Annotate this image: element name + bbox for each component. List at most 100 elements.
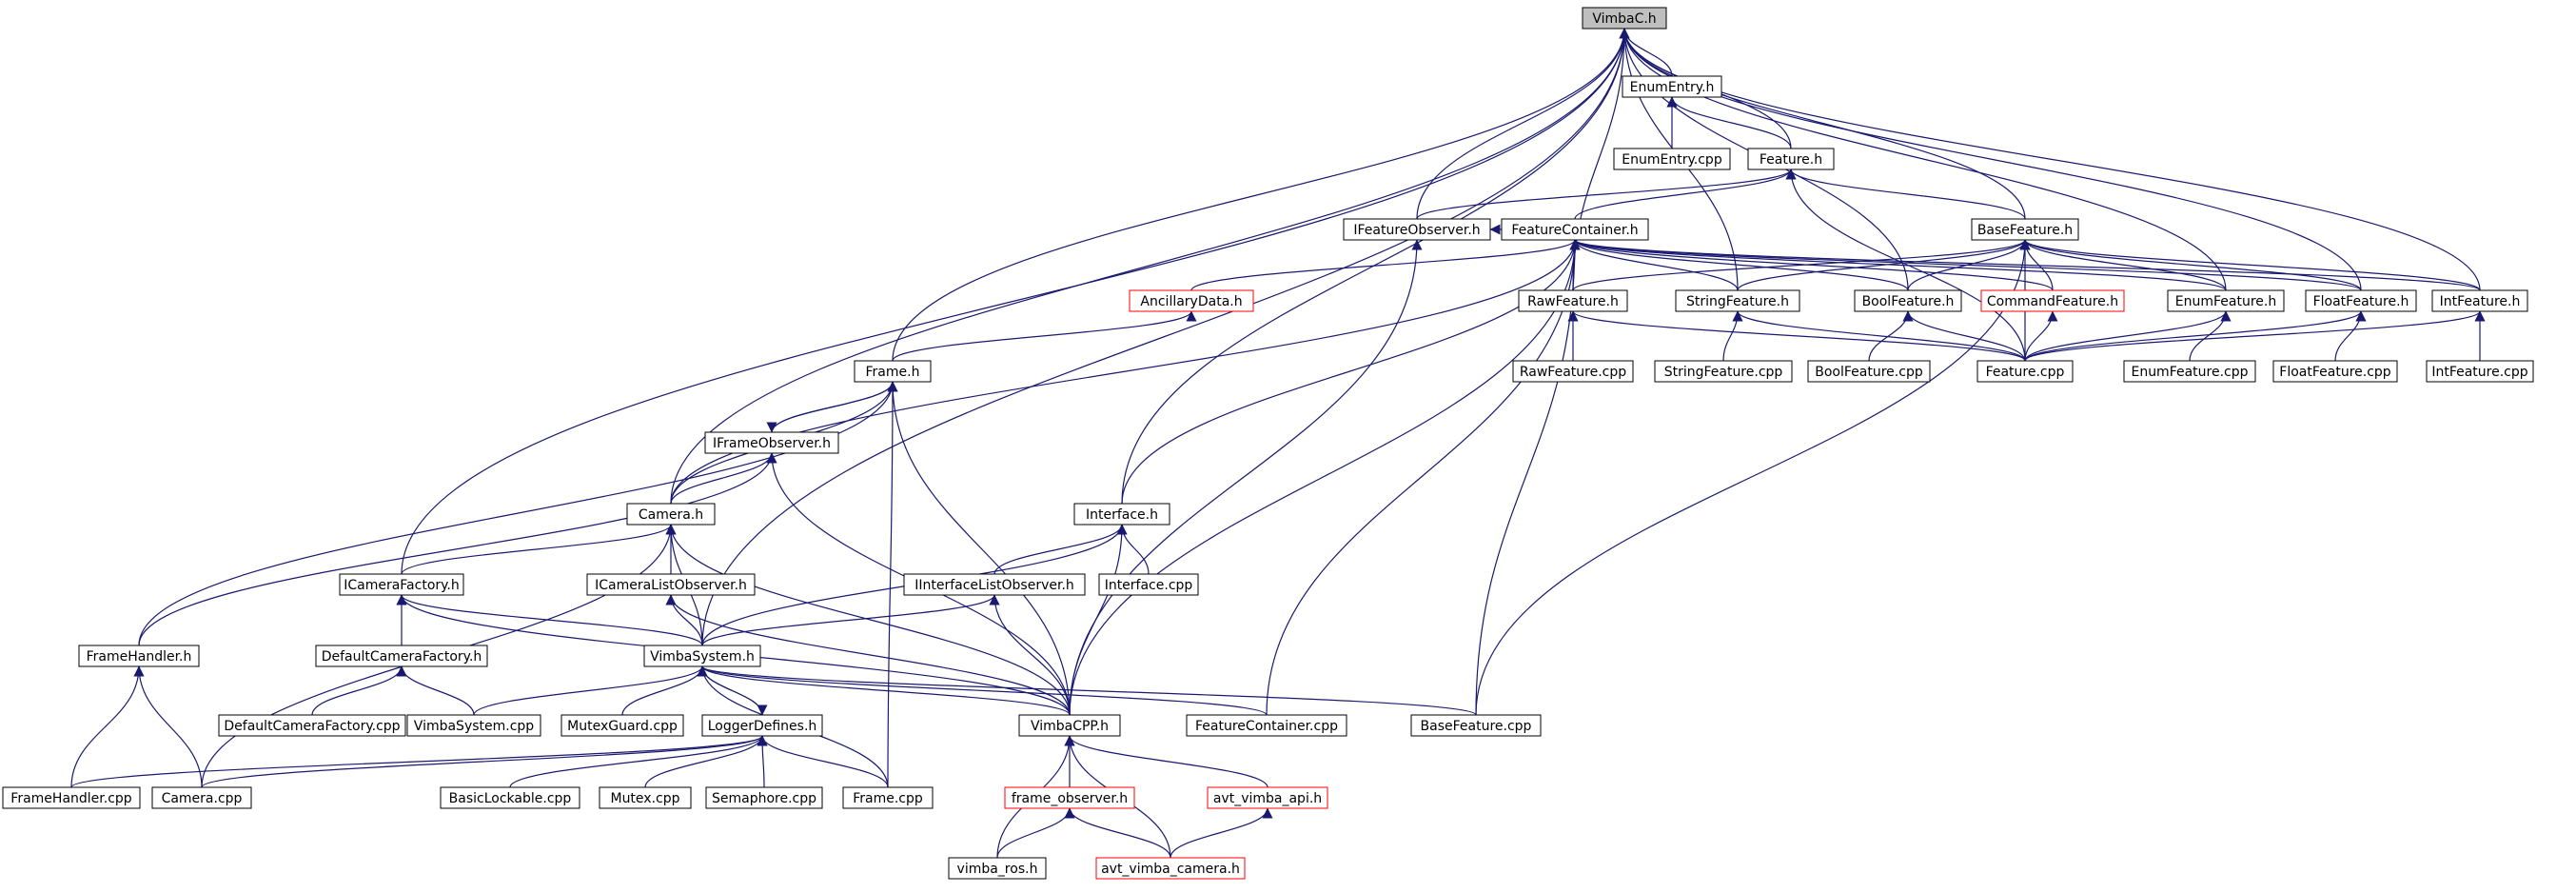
node-avt-vimba-camera-h[interactable]: avt_vimba_camera.h <box>1095 857 1246 880</box>
node-vimbasystem-h[interactable]: VimbaSystem.h <box>643 645 761 667</box>
node-box <box>1675 289 1800 312</box>
node-vimba-ros-h[interactable]: vimba_ros.h <box>948 857 1047 880</box>
node-interface-cpp[interactable]: Interface.cpp <box>1098 573 1199 596</box>
node-defaultcamerafactory-h[interactable]: DefaultCameraFactory.h <box>315 645 488 667</box>
node-box <box>2123 360 2256 383</box>
node-label: Interface.h <box>1086 507 1158 523</box>
node-icamerafactory-h[interactable]: ICameraFactory.h <box>339 573 464 596</box>
edge-layer <box>70 28 2486 859</box>
node-basefeature-cpp[interactable]: BaseFeature.cpp <box>1410 714 1542 737</box>
node-interface-h[interactable]: Interface.h <box>1073 503 1170 526</box>
edge-featurecontainer_cpp-to-vimbasystem_h <box>697 665 1268 716</box>
node-frame-observer-h[interactable]: frame_observer.h <box>1004 786 1135 809</box>
node-vimbasystem-cpp[interactable]: VimbaSystem.cpp <box>406 714 541 737</box>
node-label: avt_vimba_api.h <box>1213 791 1322 806</box>
node-loggerdefines-h[interactable]: LoggerDefines.h <box>701 714 823 737</box>
node-label: VimbaSystem.cpp <box>414 719 535 734</box>
node-commandfeature-h[interactable]: CommandFeature.h <box>1980 289 2125 312</box>
node-stringfeature-h[interactable]: StringFeature.h <box>1675 289 1800 312</box>
node-enumfeature-cpp[interactable]: EnumFeature.cpp <box>2123 360 2256 383</box>
node-enumfeature-h[interactable]: EnumFeature.h <box>2167 289 2285 312</box>
node-box <box>1410 714 1542 737</box>
node-label: EnumEntry.cpp <box>1622 152 1722 168</box>
edge-enumfeature_h-to-featurecontainer_h <box>1569 239 2227 291</box>
node-framehandler-h[interactable]: FrameHandler.h <box>78 645 200 667</box>
edge-avt_vimba_api_h-to-vimbacpp_h <box>1064 735 1268 788</box>
edge-boolfeature_cpp-to-boolfeature_h <box>1868 310 1914 362</box>
node-box <box>643 645 761 667</box>
node-box <box>560 714 684 737</box>
edge-camera_cpp-to-framehandler_h <box>133 665 203 788</box>
node-basefeature-h[interactable]: BaseFeature.h <box>1971 218 2079 241</box>
node-intfeature-cpp[interactable]: IntFeature.cpp <box>2426 360 2534 383</box>
node-basiclockable-cpp[interactable]: BasicLockable.cpp <box>440 786 580 809</box>
node-label: BoolFeature.h <box>1862 294 1955 309</box>
node-box <box>218 714 406 737</box>
edge-camera_cpp-to-loggerdefines_h <box>201 735 768 788</box>
edge-featurecontainer_h-to-feature_h <box>1574 169 1797 220</box>
edge-stringfeature_cpp-to-stringfeature_h <box>1722 310 1743 362</box>
node-box <box>2426 360 2534 383</box>
node-mutex-cpp[interactable]: Mutex.cpp <box>599 786 692 809</box>
edge-vimba_ros_h-to-frame_observer_h <box>996 807 1075 859</box>
node-floatfeature-cpp[interactable]: FloatFeature.cpp <box>2272 360 2398 383</box>
node-box <box>1207 786 1328 809</box>
node-box <box>2272 360 2398 383</box>
node-camera-cpp[interactable]: Camera.cpp <box>151 786 252 809</box>
edge-avt_vimba_camera_h-to-avt_vimba_api_h <box>1170 807 1273 859</box>
edge-feature_cpp-to-floatfeature_h <box>2024 310 2367 362</box>
node-avt-vimba-api-h[interactable]: avt_vimba_api.h <box>1207 786 1328 809</box>
node-frame-cpp[interactable]: Frame.cpp <box>842 786 934 809</box>
node-icameralistobserver-h[interactable]: ICameraListObserver.h <box>586 573 756 596</box>
node-label: Frame.cpp <box>853 791 923 806</box>
node-box <box>2305 289 2417 312</box>
node-ancillarydata-h[interactable]: AncillaryData.h <box>1129 289 1254 312</box>
node-box <box>842 786 934 809</box>
edge-frame_cpp-to-loggerdefines_h <box>757 735 889 788</box>
edge-stringfeature_h-to-featurecontainer_h <box>1569 239 1739 291</box>
node-camera-h[interactable]: Camera.h <box>626 503 716 526</box>
node-box <box>151 786 252 809</box>
node-box <box>1747 148 1835 170</box>
node-feature-cpp[interactable]: Feature.cpp <box>1976 360 2074 383</box>
node-framehandler-cpp[interactable]: FrameHandler.cpp <box>2 786 141 809</box>
edge-avt_vimba_camera_h-to-frame_observer_h <box>1064 807 1171 859</box>
node-enumentry-h[interactable]: EnumEntry.h <box>1622 75 1722 98</box>
node-label: Mutex.cpp <box>610 791 679 806</box>
node-semaphore-cpp[interactable]: Semaphore.cpp <box>705 786 823 809</box>
node-feature-h[interactable]: Feature.h <box>1747 148 1835 170</box>
node-mutexguard-cpp[interactable]: MutexGuard.cpp <box>560 714 684 737</box>
edge-frame_h-to-ancillarydata_h <box>892 310 1197 362</box>
node-featurecontainer-h[interactable]: FeatureContainer.h <box>1501 218 1649 241</box>
node-boolfeature-h[interactable]: BoolFeature.h <box>1854 289 1962 312</box>
node-box <box>1098 573 1199 596</box>
node-frame-h[interactable]: Frame.h <box>854 360 932 383</box>
node-box <box>1854 289 1962 312</box>
node-ifeatureobserver-h[interactable]: IFeatureObserver.h <box>1343 218 1491 241</box>
edge-basefeature_cpp-to-vimbasystem_h <box>697 665 1477 716</box>
node-iinterfacelistobserver-h[interactable]: IInterfaceListObserver.h <box>903 573 1086 596</box>
edge-iinterfacelistobserver_h-to-interface_h <box>993 524 1128 575</box>
node-vimbac-h[interactable]: VimbaC.h <box>1582 7 1667 30</box>
node-floatfeature-h[interactable]: FloatFeature.h <box>2305 289 2417 312</box>
node-stringfeature-cpp[interactable]: StringFeature.cpp <box>1654 360 1793 383</box>
node-rawfeature-h[interactable]: RawFeature.h <box>1518 289 1628 312</box>
node-label: vimba_ros.h <box>957 862 1038 877</box>
edge-framehandler_cpp-to-loggerdefines_h <box>70 735 768 788</box>
node-rawfeature-cpp[interactable]: RawFeature.cpp <box>1512 360 1634 383</box>
node-enumentry-cpp[interactable]: EnumEntry.cpp <box>1613 148 1731 170</box>
node-label: CommandFeature.h <box>1987 294 2118 309</box>
node-intfeature-h[interactable]: IntFeature.h <box>2431 289 2528 312</box>
edge-intfeature_h-to-featurecontainer_h <box>1569 239 2481 291</box>
edge-icamerafactory_h-to-camera_h <box>401 524 677 575</box>
node-box <box>1980 289 2125 312</box>
node-featurecontainer-cpp[interactable]: FeatureContainer.cpp <box>1186 714 1347 737</box>
edge-interface_cpp-to-interface_h <box>1116 524 1150 575</box>
node-box <box>1095 857 1246 880</box>
edge-frame_h-to-iframeobserver_h <box>766 381 894 433</box>
node-defaultcamerafactory-cpp[interactable]: DefaultCameraFactory.cpp <box>218 714 406 737</box>
edge-ifeatureobserver_h-to-vimbac_h <box>1416 28 1630 220</box>
node-iframeobserver-h[interactable]: IFrameObserver.h <box>704 431 839 454</box>
node-vimbacpp-h[interactable]: VimbaCPP.h <box>1018 714 1121 737</box>
node-boolfeature-cpp[interactable]: BoolFeature.cpp <box>1807 360 1931 383</box>
